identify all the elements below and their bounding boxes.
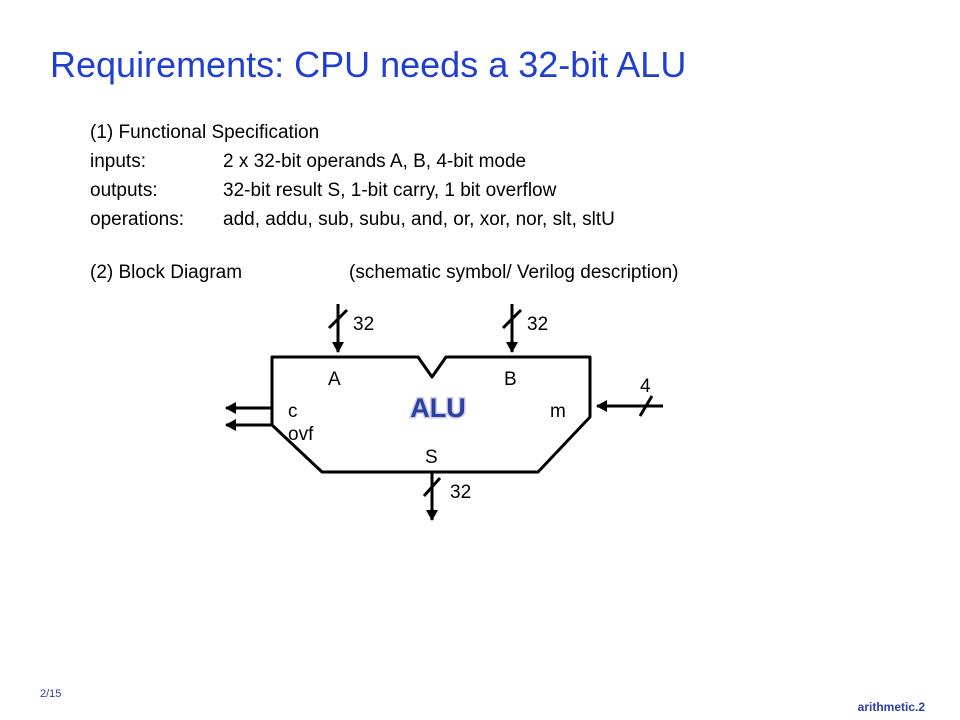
slide-footer-name: arithmetic.2 <box>857 700 925 714</box>
alu-label: ALU <box>410 393 466 423</box>
input-b-width: 32 <box>527 314 548 335</box>
output-s-width: 32 <box>450 482 471 503</box>
spec-row-inputs: inputs: 2 x 32-bit operands A, B, 4-bit … <box>90 147 615 176</box>
input-a-bus-slash <box>327 308 349 330</box>
spec-row-outputs: outputs: 32-bit result S, 1-bit carry, 1… <box>90 176 615 205</box>
spec-value: 2 x 32-bit operands A, B, 4-bit mode <box>223 151 527 172</box>
spec-label: inputs: <box>90 151 146 172</box>
input-m-bus-slash <box>638 395 654 417</box>
port-m-label: m <box>550 401 566 422</box>
page-number: 2/15 <box>40 688 62 700</box>
input-a-width: 32 <box>353 314 374 335</box>
port-b-label: B <box>504 369 517 390</box>
output-s-bus-slash <box>422 477 442 497</box>
spec-label: outputs: <box>90 180 158 201</box>
spec-heading: (1) Functional Specification <box>90 122 320 143</box>
spec-value: add, addu, sub, subu, and, or, xor, nor,… <box>223 209 615 230</box>
port-s-label: S <box>425 447 438 468</box>
port-c-label: c <box>288 401 298 422</box>
spec-row-operations: operations: add, addu, sub, subu, and, o… <box>90 205 615 234</box>
block-diagram-note: (schematic symbol/ Verilog description) <box>349 262 679 283</box>
spec-label: operations: <box>90 209 185 230</box>
input-m-width: 4 <box>640 376 651 397</box>
port-ovf-label: ovf <box>288 424 314 445</box>
alu-body <box>270 355 592 474</box>
block-diagram-heading-row: (2) Block Diagram (schematic symbol/ Ver… <box>90 262 678 284</box>
slide-title: Requirements: CPU needs a 32-bit ALU <box>50 44 687 85</box>
functional-specification: (1) Functional Specification inputs: 2 x… <box>90 118 615 234</box>
port-a-label: A <box>328 369 341 390</box>
input-b-bus-slash <box>501 308 523 330</box>
spec-value: 32-bit result S, 1-bit carry, 1 bit over… <box>223 180 557 201</box>
block-diagram-heading: (2) Block Diagram <box>90 262 243 283</box>
